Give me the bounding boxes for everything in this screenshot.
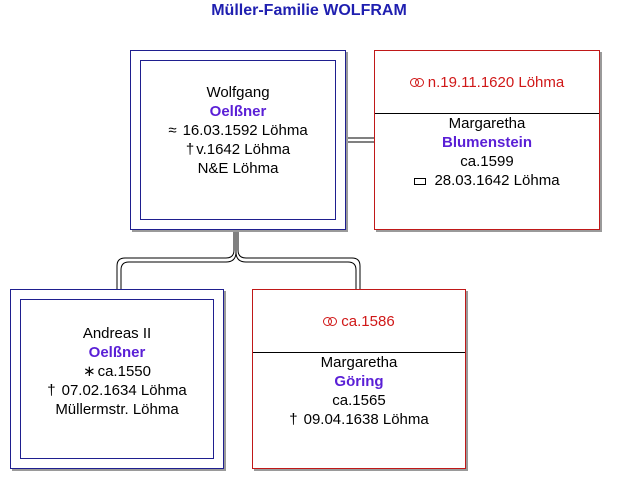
baptism-date: 16.03.1592 Löhma: [182, 122, 308, 139]
surname: Oelßner: [88, 344, 146, 361]
surname: Blumenstein: [441, 134, 532, 151]
person-note: Müllermstr. Löhma: [55, 401, 179, 418]
person-note: N&E Löhma: [197, 160, 279, 177]
descent-line-outer-right: [237, 230, 361, 289]
given-name: Margaretha: [320, 354, 398, 371]
birth-symbol: ∗: [83, 363, 96, 380]
death-date: 07.02.1634 Löhma: [61, 382, 187, 399]
page-title: Müller-Familie WOLFRAM: [211, 2, 407, 19]
person-card-andreas[interactable]: Andreas II Oelßner ∗ca.1550 † 07.02.1634 …: [10, 289, 224, 469]
surname: Göring: [334, 373, 384, 390]
given-name: Wolfgang: [206, 84, 270, 101]
given-name: Andreas II: [82, 325, 152, 342]
marriage-date: n.19.11.1620 Löhma: [427, 73, 565, 91]
death-line: † 09.04.1638 Löhma: [253, 410, 465, 429]
birth-date: ca.1550: [97, 363, 151, 380]
marriage-info: ca.1586: [253, 290, 465, 353]
death-symbol: †: [289, 411, 298, 428]
person-card-inner: Wolfgang Oelßner ≈16.03.1592 Löhma †v.16…: [140, 60, 336, 220]
death-symbol: †: [185, 141, 195, 158]
spouse-details: Margaretha Göring ca.1565 † 09.04.1638 Lö…: [253, 353, 465, 429]
marriage-info: n.19.11.1620 Löhma: [375, 51, 599, 114]
birth-line: ∗ca.1550: [21, 362, 213, 381]
descent-line-inner-right: [235, 251, 357, 289]
burial-date: 28.03.1642 Löhma: [434, 172, 560, 189]
descent-line-inner-left: [120, 230, 237, 289]
spouse-details: Margaretha Blumenstein ca.1599 28.03.164…: [375, 114, 599, 190]
rings-icon: [323, 316, 338, 326]
baptism-symbol: ≈: [168, 122, 177, 139]
death-line: †v.1642 Löhma: [141, 140, 335, 159]
burial-icon: [414, 177, 427, 185]
rings-icon: [409, 77, 424, 87]
person-card-wolfgang[interactable]: Wolfgang Oelßner ≈16.03.1592 Löhma †v.16…: [130, 50, 346, 230]
marriage-date: ca.1586: [341, 312, 395, 330]
given-name: Margaretha: [448, 115, 526, 132]
baptism-line: ≈16.03.1592 Löhma: [141, 121, 335, 140]
birth-date: ca.1599: [460, 153, 514, 170]
person-card-inner: Andreas II Oelßner ∗ca.1550 † 07.02.1634 …: [20, 299, 214, 459]
burial-line: 28.03.1642 Löhma: [375, 171, 599, 190]
surname: Oelßner: [209, 103, 267, 120]
birth-date: ca.1565: [332, 392, 386, 409]
death-date: 09.04.1638 Löhma: [303, 411, 429, 428]
death-line: † 07.02.1634 Löhma: [21, 381, 213, 400]
spouse-card-blumenstein[interactable]: n.19.11.1620 Löhma Margaretha Blumenstei…: [374, 50, 600, 230]
death-date: v.1642 Löhma: [196, 141, 291, 158]
spouse-card-goering[interactable]: ca.1586 Margaretha Göring ca.1565 † 09.04…: [252, 289, 466, 469]
descent-line-outer-left: [116, 230, 235, 289]
death-symbol: †: [47, 382, 56, 399]
